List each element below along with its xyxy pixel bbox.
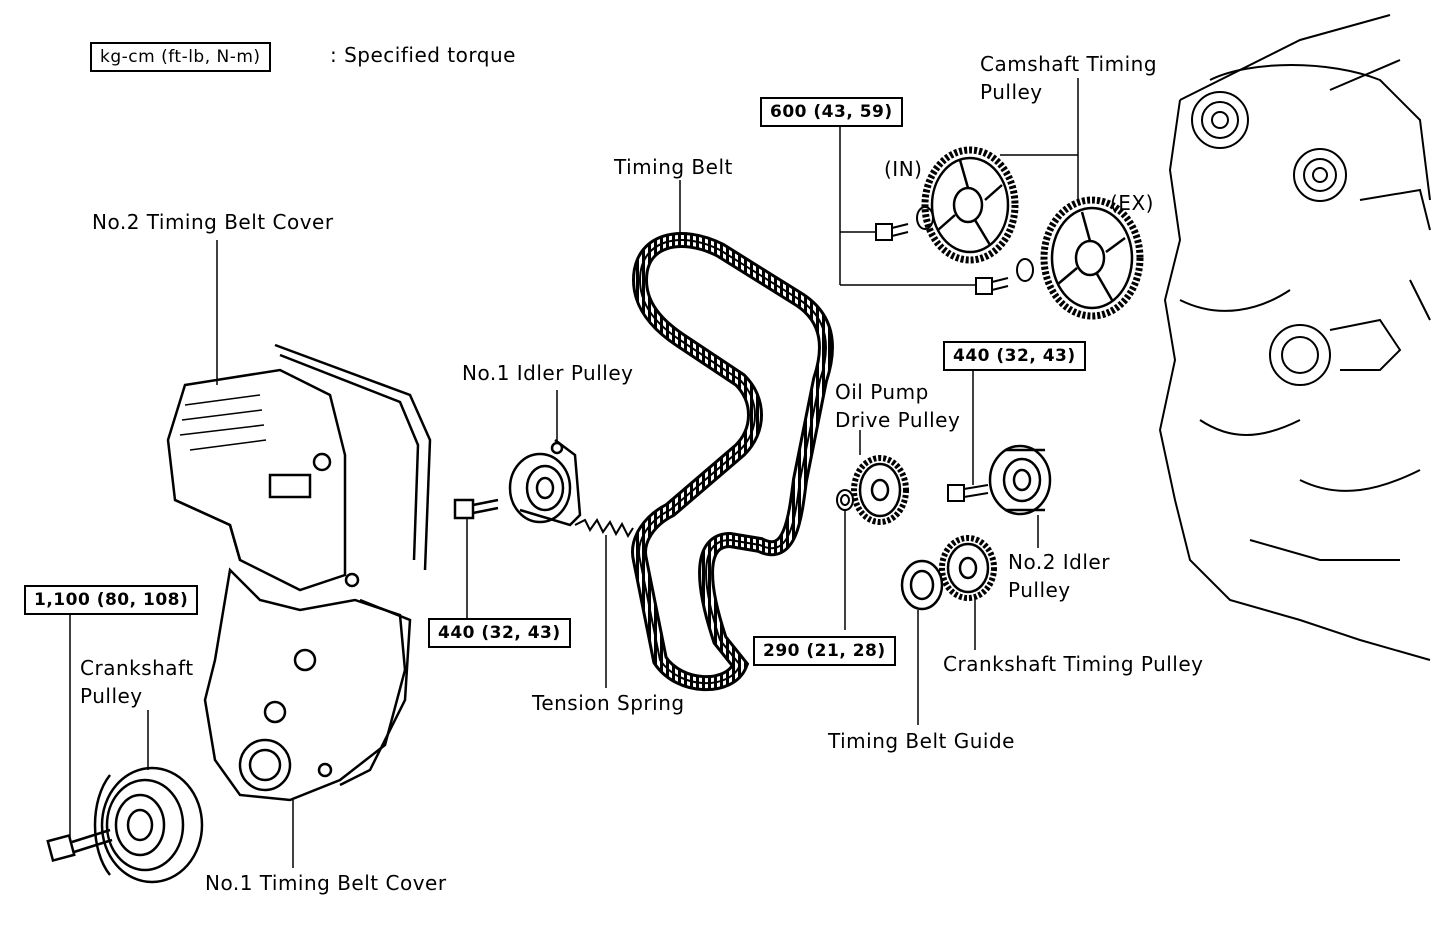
label-no2-idler-pulley-line2: Pulley [1008, 578, 1071, 602]
label-crankshaft-pulley-line2: Pulley [80, 684, 143, 708]
camshaft-bolts-washers [875, 206, 1034, 295]
label-timing-belt: Timing Belt [614, 155, 733, 179]
no2-idler-bolt [947, 484, 989, 502]
leader-lines [69, 78, 1079, 868]
engine-block [1158, 14, 1431, 661]
label-no1-idler-pulley: No.1 Idler Pulley [462, 361, 634, 385]
no1-idler-bolt [453, 498, 499, 520]
no1-timing-belt-cover [203, 567, 412, 802]
label-crankshaft-timing-pulley: Crankshaft Timing Pulley [943, 652, 1204, 676]
engine-camshaft-seats [1191, 91, 1347, 386]
no2-idler-pulley [988, 444, 1052, 516]
torque-crankshaft-pulley-bolt: 1,100 (80, 108) [24, 585, 199, 615]
label-tension-spring: Tension Spring [532, 691, 685, 715]
crankshaft-timing-pulley [939, 535, 997, 601]
label-intake: (IN) [884, 157, 923, 181]
label-oil-pump-drive-pulley-line1: Oil Pump [835, 380, 929, 404]
label-no2-idler-pulley-line1: No.2 Idler [1008, 550, 1110, 574]
timing-belt-guide [900, 559, 944, 611]
torque-camshaft-bolts: 600 (43, 59) [760, 97, 903, 127]
label-no1-timing-belt-cover: No.1 Timing Belt Cover [205, 871, 447, 895]
camshaft-timing-pulley-ex [1040, 196, 1144, 320]
label-exhaust: (EX) [1110, 191, 1154, 215]
torque-oil-pump-pulley-nut: 290 (21, 28) [753, 636, 896, 666]
camshaft-timing-pulley-in [921, 146, 1019, 264]
label-oil-pump-drive-pulley-line2: Drive Pulley [835, 408, 961, 432]
legend-torque-units-box: kg-cm (ft-lb, N-m) [90, 42, 271, 72]
torque-no2-idler-bolt: 440 (32, 43) [943, 341, 1086, 371]
label-no2-timing-belt-cover: No.2 Timing Belt Cover [92, 210, 334, 234]
no2-timing-belt-cover [166, 343, 432, 592]
label-camshaft-timing-pulley-line1: Camshaft Timing [980, 52, 1158, 76]
legend-description: : Specified torque [330, 43, 516, 67]
crankshaft-pulley [93, 766, 204, 884]
torque-no1-idler-bolt: 440 (32, 43) [428, 618, 571, 648]
oil-pump-pulley-nut [836, 489, 854, 511]
label-camshaft-timing-pulley-line2: Pulley [980, 80, 1043, 104]
label-crankshaft-pulley-line1: Crankshaft [80, 656, 194, 680]
label-timing-belt-guide: Timing Belt Guide [828, 729, 1015, 753]
no1-idler-pulley [508, 439, 582, 527]
crankshaft-pulley-bolt [46, 828, 113, 863]
oil-pump-drive-pulley [851, 455, 909, 525]
tension-spring [574, 518, 634, 539]
timing-belt [631, 232, 834, 692]
